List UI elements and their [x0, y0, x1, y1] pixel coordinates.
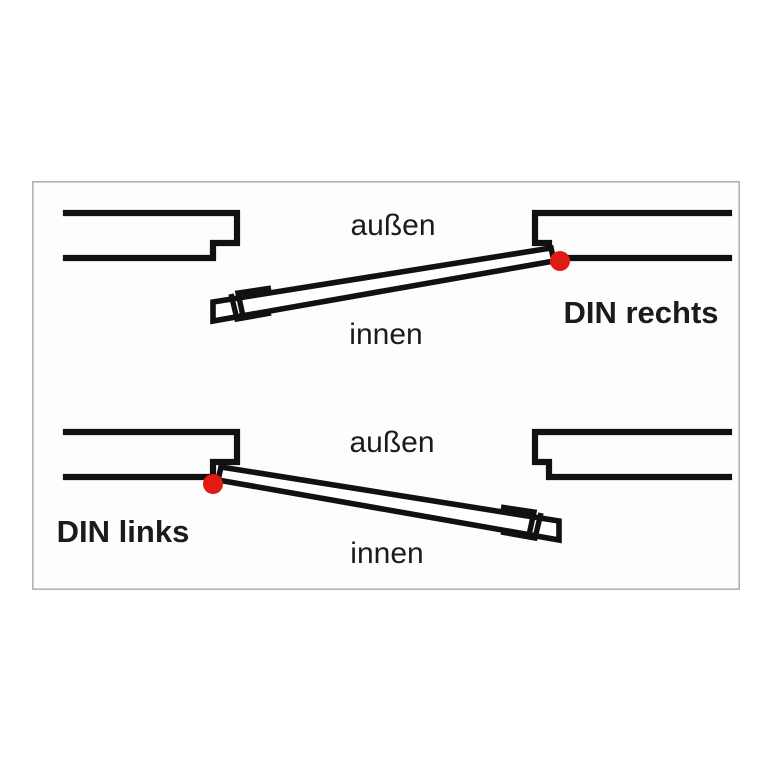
right-wall-jamb-bottom: [531, 428, 733, 481]
door-handle-upper-mark-bottom: [500, 504, 538, 536]
diagram-frame: [31, 181, 741, 590]
door-leaf-bottom: [214, 463, 562, 544]
label-aussen-bottom: außen: [349, 426, 434, 459]
label-din-links: DIN links: [57, 514, 190, 549]
left-wall-jamb-top: [62, 209, 241, 262]
panel-din-rechts: außen innen DIN rechts: [62, 209, 733, 351]
hinge-point-dot-top: [550, 251, 570, 271]
door-handle-lower-mark-bottom: [500, 512, 544, 542]
panel-din-links: außen innen DIN links: [57, 426, 733, 570]
label-innen-bottom: innen: [350, 537, 423, 570]
label-aussen-top: außen: [350, 209, 435, 242]
right-wall-jamb-top: [531, 209, 733, 262]
label-innen-top: innen: [349, 318, 422, 351]
hinge-point-dot-bottom: [203, 474, 223, 494]
left-wall-jamb-bottom: [62, 428, 241, 481]
door-handle-upper-mark-top: [234, 285, 272, 317]
door-handle-lower-mark-top: [228, 293, 272, 323]
label-din-rechts: DIN rechts: [563, 295, 718, 330]
